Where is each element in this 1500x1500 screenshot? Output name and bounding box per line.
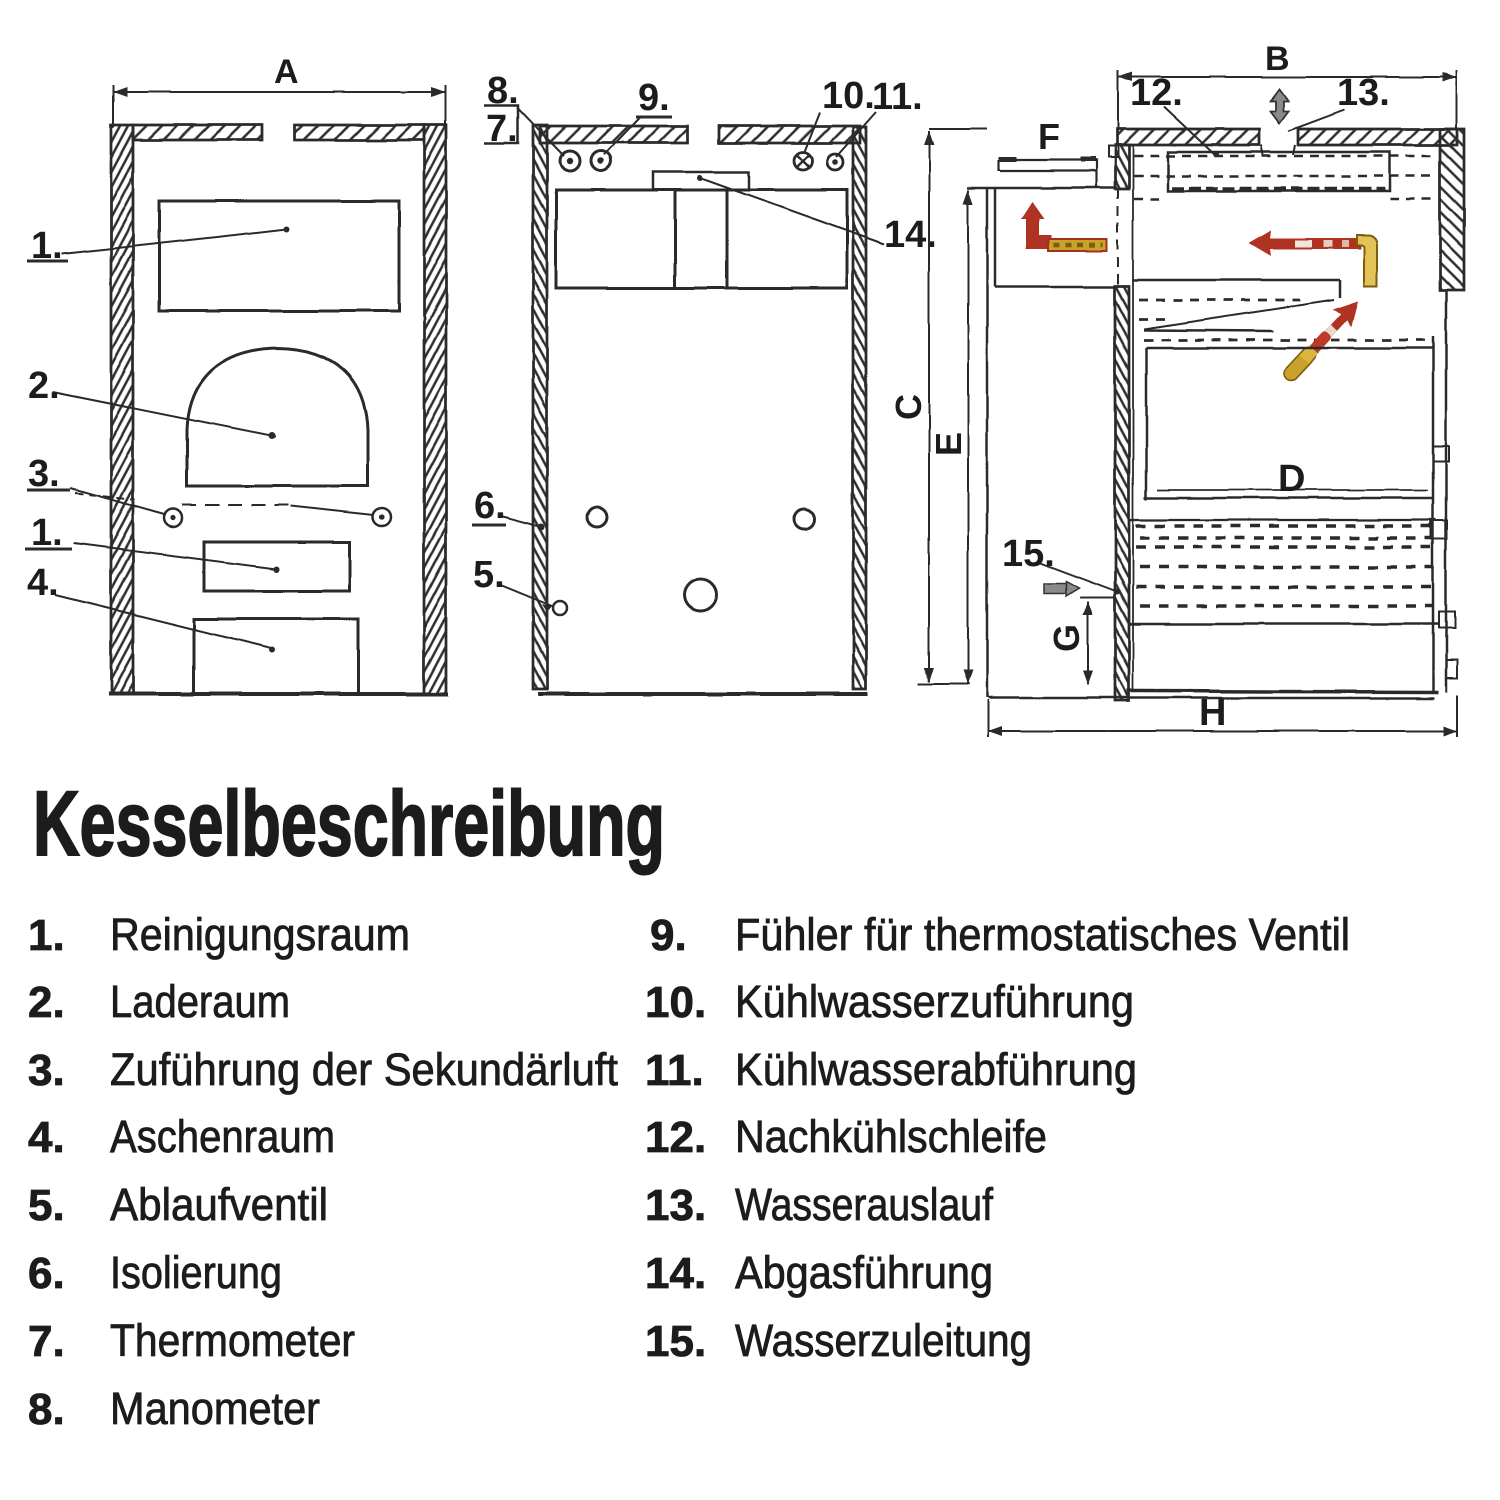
svg-text:14.: 14. [645, 1249, 706, 1298]
svg-text:G: G [1046, 624, 1087, 652]
svg-text:Nachkühlschleife: Nachkühlschleife [735, 1111, 1047, 1162]
svg-text:E: E [928, 432, 969, 456]
svg-text:5.: 5. [28, 1181, 65, 1230]
svg-text:10.: 10. [822, 75, 875, 117]
svg-text:8.: 8. [28, 1385, 65, 1434]
svg-text:Wasserauslauf: Wasserauslauf [735, 1179, 993, 1230]
svg-text:C: C [888, 394, 929, 420]
svg-text:Wasserzuleitung: Wasserzuleitung [735, 1315, 1032, 1366]
svg-text:6.: 6. [28, 1249, 65, 1298]
svg-text:Zuführung der Sekundärluft: Zuführung der Sekundärluft [110, 1044, 618, 1095]
svg-text:15.: 15. [645, 1317, 706, 1366]
svg-text:Aschenraum: Aschenraum [110, 1111, 335, 1162]
svg-text:2.: 2. [28, 978, 65, 1027]
svg-text:9.: 9. [650, 911, 687, 960]
svg-text:11.: 11. [872, 76, 923, 118]
svg-text:12.: 12. [1130, 72, 1183, 114]
svg-text:Abgasführung: Abgasführung [735, 1247, 993, 1298]
svg-text:12.: 12. [645, 1113, 706, 1162]
svg-text:9.: 9. [638, 77, 670, 119]
svg-text:Manometer: Manometer [110, 1383, 320, 1434]
svg-text:2.: 2. [28, 365, 60, 407]
svg-text:11.: 11. [645, 1046, 704, 1095]
svg-text:Fühler für thermostatisches Ve: Fühler für thermostatisches Ventil [735, 909, 1350, 960]
svg-text:4.: 4. [28, 1113, 65, 1162]
svg-text:F: F [1038, 116, 1060, 157]
svg-text:D: D [1278, 458, 1305, 500]
svg-text:Reinigungsraum: Reinigungsraum [110, 909, 410, 960]
svg-text:Isolierung: Isolierung [110, 1247, 282, 1298]
svg-text:1.: 1. [31, 512, 63, 554]
svg-text:H: H [1199, 692, 1226, 734]
svg-text:15.: 15. [1002, 533, 1055, 575]
svg-text:3.: 3. [28, 1046, 65, 1095]
svg-text:8.: 8. [487, 70, 519, 112]
svg-text:10.: 10. [645, 978, 706, 1027]
svg-text:A: A [274, 53, 299, 91]
svg-text:7.: 7. [28, 1317, 65, 1366]
svg-text:13.: 13. [645, 1181, 706, 1230]
svg-text:Kühlwasserabführung: Kühlwasserabführung [735, 1044, 1137, 1095]
svg-text:4.: 4. [27, 562, 59, 604]
svg-text:B: B [1265, 40, 1290, 78]
svg-text:6.: 6. [474, 485, 506, 527]
svg-text:Kesselbeschreibung: Kesselbeschreibung [33, 773, 665, 875]
svg-text:13.: 13. [1337, 72, 1390, 114]
svg-text:Ablaufventil: Ablaufventil [110, 1179, 328, 1230]
svg-text:Kühlwasserzuführung: Kühlwasserzuführung [735, 976, 1134, 1027]
svg-text:1.: 1. [28, 911, 65, 960]
svg-text:Thermometer: Thermometer [110, 1315, 355, 1366]
svg-text:7.: 7. [486, 108, 518, 150]
svg-text:3.: 3. [28, 453, 60, 495]
svg-text:Laderaum: Laderaum [110, 976, 290, 1027]
svg-text:5.: 5. [473, 554, 505, 596]
